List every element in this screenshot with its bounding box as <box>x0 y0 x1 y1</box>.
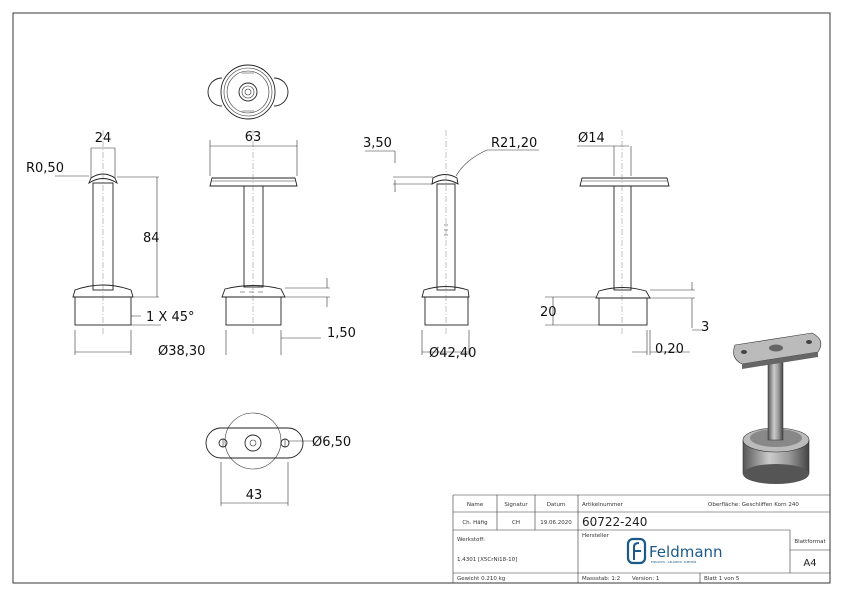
tb-version: Version: 1 <box>632 576 659 582</box>
logo-tagline: EDELSTAHL · GELÄNDER · ZUBEHÖR <box>651 559 697 564</box>
dim-dia-14: Ø14 <box>578 131 605 146</box>
dim-20: 20 <box>540 305 557 320</box>
tb-format-label: Blattformat <box>794 539 826 545</box>
top-view <box>207 64 289 120</box>
tb-name-label: Name <box>467 502 484 508</box>
dim-dia-650: Ø6,50 <box>312 435 351 450</box>
side-view: 24 R0,50 84 1 X 45° Ø38,30 <box>26 130 205 359</box>
dim-r2120: R21,20 <box>491 136 537 151</box>
tb-signature-label: Signatur <box>504 502 528 508</box>
tb-material: 1.4301 [X5CrNi18-10] <box>457 557 517 563</box>
tb-format: A4 <box>803 558 816 569</box>
tb-article-number: 60722-240 <box>582 515 647 529</box>
tb-date: 19.06.2020 <box>540 520 572 526</box>
dim-350: 3,50 <box>363 136 392 151</box>
tb-surface: Oberfläche: Geschliffen Korn 240 <box>708 502 799 508</box>
section-view: 3,50 R21,20 Ø42,40 <box>363 130 539 361</box>
dim-dia-4240: Ø42,40 <box>429 346 476 361</box>
tb-scale: Massstab: 1:2 <box>582 576 620 582</box>
tb-date-label: Datum <box>547 502 566 508</box>
dim-84: 84 <box>143 231 160 246</box>
tb-material-label: Werkstoff: <box>457 537 485 543</box>
tb-manufacturer-label: Hersteller <box>582 533 610 539</box>
dim-150: 1,50 <box>327 326 356 341</box>
dim-dia-3830: Ø38,30 <box>158 344 205 359</box>
title-block: Name Signatur Datum Ch. Häfig CH 19.06.2… <box>452 494 830 583</box>
dim-chamfer: 1 X 45° <box>146 310 194 325</box>
tb-weight: Gewicht 0.210 kg <box>457 576 505 582</box>
dim-43: 43 <box>246 488 263 503</box>
front-view: 63 1,50 <box>209 130 356 355</box>
isometric-render <box>733 332 822 484</box>
tb-article-label: Artikelnummer <box>582 502 624 508</box>
feldmann-logo: Feldmann EDELSTAHL · GELÄNDER · ZUBEHÖR <box>626 537 723 565</box>
dim-24: 24 <box>95 131 112 146</box>
tb-signature: CH <box>512 520 520 526</box>
dim-r050: R0,50 <box>26 161 64 176</box>
dim-3: 3 <box>701 320 709 335</box>
tb-sheet: Blatt 1 von 5 <box>704 576 740 582</box>
dim-020: 0,20 <box>655 342 684 357</box>
dim-63: 63 <box>245 130 262 145</box>
right-view: Ø14 20 3 0,20 <box>540 130 709 357</box>
drawing-frame <box>12 12 831 584</box>
tb-name: Ch. Häfig <box>462 520 487 526</box>
logo-text: Feldmann <box>649 543 723 561</box>
bottom-view: Ø6,50 43 <box>205 412 351 506</box>
